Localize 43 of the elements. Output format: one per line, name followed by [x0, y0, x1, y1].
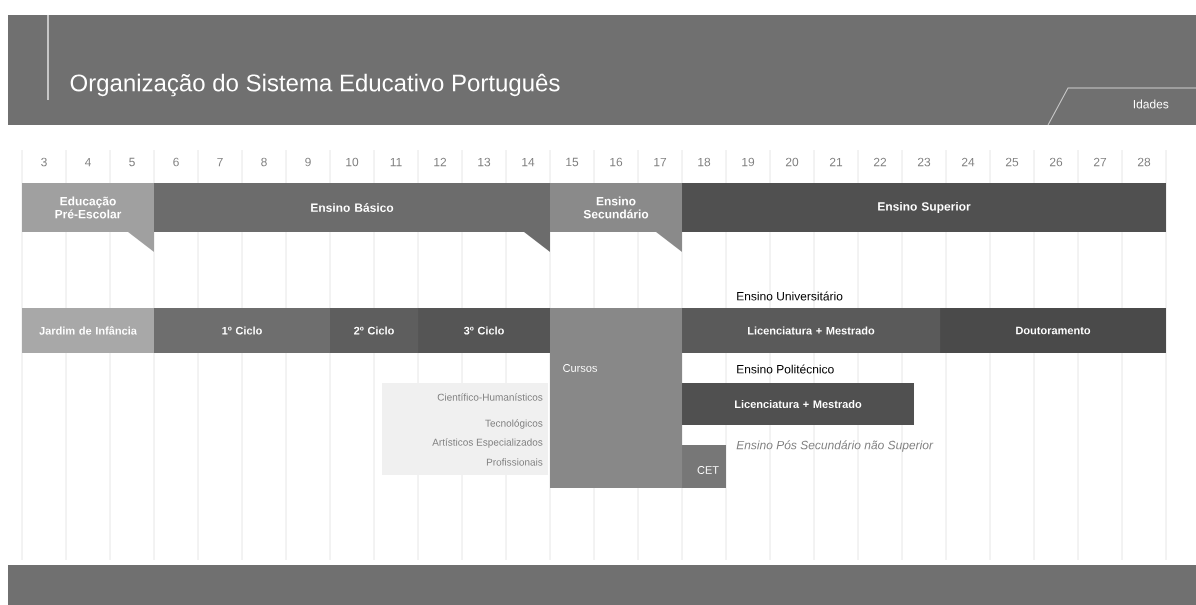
- age-number: 7: [217, 157, 223, 167]
- age-number: 25: [1005, 157, 1019, 167]
- age-number: 15: [566, 157, 579, 167]
- level-bar: Doutoramento: [940, 308, 1166, 353]
- stage-banner: Ensino Secundário: [550, 183, 682, 252]
- age-number: 28: [1137, 157, 1151, 167]
- age-axis-title: Idades: [1133, 99, 1169, 109]
- level-bar: 2º Ciclo: [330, 308, 418, 353]
- age-number: 27: [1093, 157, 1107, 167]
- heading: Ensino Politécnico: [737, 364, 834, 374]
- course-block: CET: [682, 445, 726, 488]
- age-number: 3: [41, 157, 47, 167]
- age-number: 6: [173, 157, 179, 167]
- title: Organização do Sistema Educativo Português: [70, 73, 560, 97]
- heading: Ensino Pós Secundário não Superior: [736, 440, 934, 452]
- level-bar: Licenciatura + Mestrado: [682, 308, 940, 353]
- level-bar: Jardim de Infância: [22, 308, 154, 353]
- age-number: 21: [829, 157, 843, 167]
- age-number: 10: [346, 157, 359, 167]
- age-number: 18: [698, 157, 711, 167]
- age-number: 11: [390, 157, 402, 167]
- age-number: 19: [742, 157, 755, 167]
- age-number: 26: [1049, 157, 1063, 167]
- age-number: 5: [129, 157, 135, 167]
- age-number: 16: [610, 157, 623, 167]
- age-number: 12: [434, 157, 447, 167]
- stage-banner: Ensino Superior: [682, 183, 1166, 232]
- age-number: 22: [873, 157, 887, 167]
- level-bar: 3º Ciclo: [418, 308, 550, 353]
- age-number: 17: [654, 157, 667, 167]
- stage-banner: Educação Pré-Escolar: [22, 183, 154, 252]
- age-number: 20: [785, 157, 799, 167]
- age-number: 13: [478, 157, 491, 167]
- level-bar: 1º Ciclo: [154, 308, 330, 353]
- age-number: 14: [522, 157, 535, 167]
- age-number: 9: [305, 157, 311, 167]
- course-block: Cursos: [550, 308, 682, 488]
- age-number: 24: [961, 157, 975, 167]
- age-number: 4: [84, 157, 91, 167]
- level-bar: Licenciatura + Mestrado: [682, 383, 914, 425]
- stage-banner: Ensino Básico: [154, 183, 550, 252]
- age-number: 23: [917, 157, 931, 167]
- age-number: 8: [261, 157, 267, 167]
